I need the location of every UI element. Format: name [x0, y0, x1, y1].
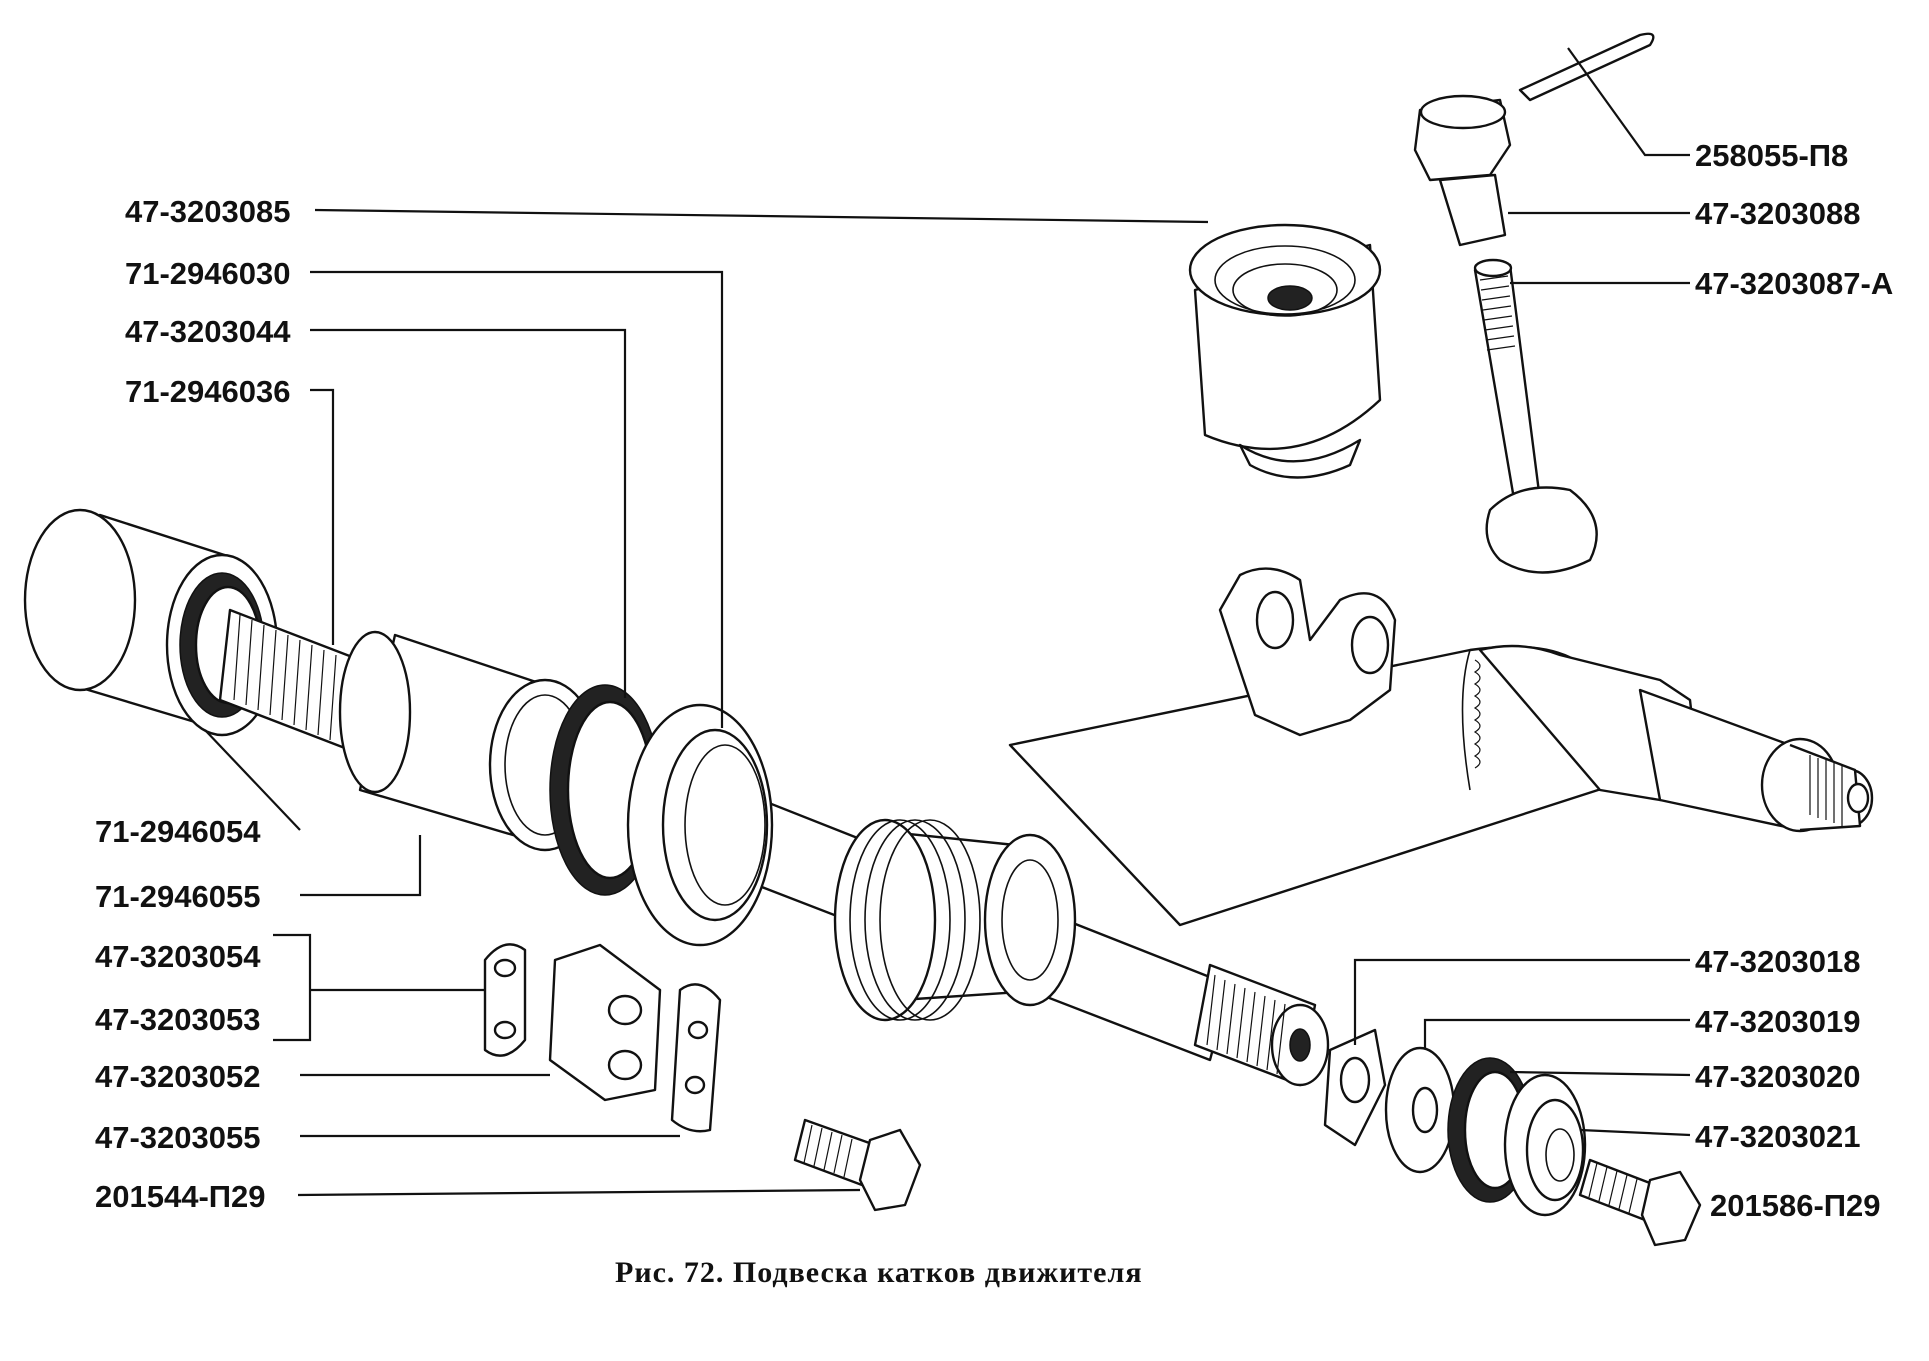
label-201586-p29: 201586-П29	[1710, 1188, 1881, 1223]
label-47-3203044: 47-3203044	[125, 314, 291, 349]
label-47-3203053: 47-3203053	[95, 1002, 261, 1037]
label-47-3203088: 47-3203088	[1695, 196, 1861, 231]
hex-bolt-left	[793, 1118, 922, 1212]
label-47-3203018: 47-3203018	[1695, 944, 1861, 979]
label-47-3203020: 47-3203020	[1695, 1059, 1861, 1094]
label-71-2946036: 71-2946036	[125, 374, 291, 409]
label-71-2946055: 71-2946055	[95, 879, 261, 914]
label-47-3203055: 47-3203055	[95, 1120, 261, 1155]
spacer-block	[548, 943, 662, 1102]
label-71-2946030: 71-2946030	[125, 256, 291, 291]
washer-2	[1384, 1046, 1456, 1174]
cotter-pin	[1518, 32, 1655, 102]
label-47-3203019: 47-3203019	[1695, 1004, 1861, 1039]
label-201544-p29: 201544-П29	[95, 1179, 266, 1214]
end-cap	[1503, 1073, 1587, 1217]
splined-shaft	[218, 608, 362, 752]
label-71-2946054: 71-2946054	[95, 814, 261, 849]
label-258055-p8: 258055-П8	[1695, 138, 1848, 173]
leader-lines	[204, 47, 1691, 1197]
hex-bolt-right	[1578, 1158, 1702, 1247]
label-47-3203054: 47-3203054	[95, 939, 261, 974]
label-47-3203085: 47-3203085	[125, 194, 291, 229]
figure-caption: Рис. 72. Подвеска катков движителя	[615, 1256, 1143, 1289]
thrust-ring	[626, 703, 774, 947]
washer-1	[1323, 1028, 1387, 1147]
shim-plate	[483, 943, 527, 1057]
gasket-plate	[670, 983, 722, 1133]
spindle-threaded-end	[1638, 688, 1874, 833]
part-labels: 258055-П8 47-3203088 47-3203087-А 47-320…	[95, 138, 1893, 1223]
threaded-sleeve	[833, 818, 1077, 1022]
ball-pin	[1473, 258, 1598, 574]
mounting-cup	[1188, 223, 1382, 479]
mounting-bracket	[1218, 567, 1397, 737]
castle-nut	[1413, 94, 1512, 247]
label-47-3203021: 47-3203021	[1695, 1119, 1861, 1154]
label-47-3203087-a: 47-3203087-А	[1695, 266, 1893, 301]
label-47-3203052: 47-3203052	[95, 1059, 261, 1094]
